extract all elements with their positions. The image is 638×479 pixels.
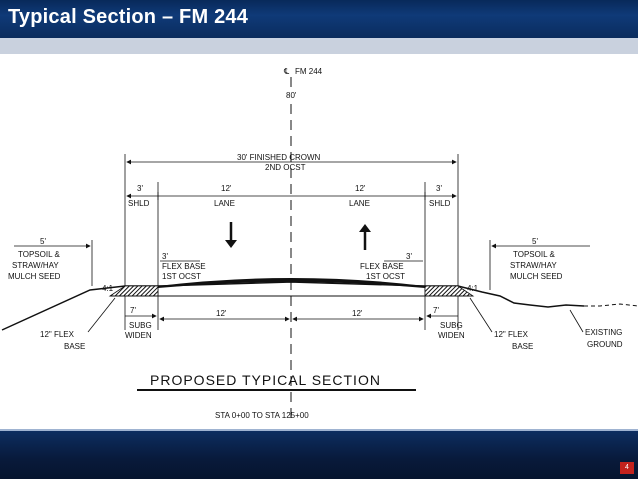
- footer: 4: [0, 429, 638, 479]
- station-range: STA 0+00 TO STA 125+00: [215, 411, 309, 420]
- row-width: 80': [286, 91, 297, 100]
- typical-section-drawing: ℄ FM 244 80' 30' FINISHED CROWN 2ND OCST…: [0, 54, 638, 429]
- right-flex-base-line2: 1ST OCST: [366, 272, 405, 281]
- right-flex-base-width: 3': [406, 252, 412, 261]
- right-topsoil-width: 5': [532, 237, 538, 246]
- left-topsoil-line3: MULCH SEED: [8, 272, 61, 281]
- right-shoulder-width: 3': [436, 184, 442, 193]
- right-flex-line1: 12" FLEX: [494, 330, 529, 339]
- northbound-arrow-icon: [359, 224, 371, 232]
- right-slope: 4:1: [467, 284, 479, 293]
- left-flex-base-line1: FLEX BASE: [162, 262, 206, 271]
- left-widen-line1: SUBG: [129, 321, 152, 330]
- right-flex-base-line1: FLEX BASE: [360, 262, 404, 271]
- left-topsoil-line2: STRAW/HAY: [12, 261, 59, 270]
- right-shoulder-label: SHLD: [429, 199, 451, 208]
- left-flex-line1: 12" FLEX: [40, 330, 75, 339]
- right-topsoil-line2: STRAW/HAY: [510, 261, 557, 270]
- title-rule: [0, 38, 638, 40]
- slide-title: Typical Section – FM 244: [8, 6, 249, 28]
- pavement-surface: [158, 278, 425, 288]
- existing-ground-leader: [569, 309, 584, 333]
- top-band: [0, 40, 638, 54]
- right-widen-line2: WIDEN: [438, 331, 465, 340]
- right-lane-width: 12': [355, 184, 366, 193]
- left-widen-width: 7': [130, 306, 136, 315]
- left-flex-base-width: 3': [162, 252, 168, 261]
- left-lane-label: LANE: [214, 199, 235, 208]
- section-title: PROPOSED TYPICAL SECTION: [150, 372, 381, 388]
- centerline-symbol: ℄: [283, 67, 290, 76]
- right-flex-leader: [469, 297, 493, 333]
- ground-profile: [1, 281, 585, 331]
- ground-profile-existing: [584, 303, 638, 307]
- left-shoulder-width: 3': [137, 184, 143, 193]
- right-lane-label: LANE: [349, 199, 370, 208]
- crown-course: 2ND OCST: [265, 163, 306, 172]
- right-widen-width: 7': [433, 306, 439, 315]
- title-bar: Typical Section – FM 244: [0, 0, 638, 38]
- right-widen-line1: SUBG: [440, 321, 463, 330]
- existing-ground-line2: GROUND: [587, 340, 623, 349]
- left-widen-line2: WIDEN: [125, 331, 152, 340]
- centerline-label: FM 244: [295, 67, 323, 76]
- left-flex-leader: [87, 297, 116, 333]
- left-lane-width: 12': [221, 184, 232, 193]
- left-shoulder-label: SHLD: [128, 199, 150, 208]
- left-flex-line2: BASE: [64, 342, 85, 351]
- page-number-badge: 4: [620, 462, 634, 474]
- base-right-lane-width: 12': [352, 309, 363, 318]
- left-topsoil-line1: TOPSOIL &: [18, 250, 60, 259]
- section-svg: ℄ FM 244 80' 30' FINISHED CROWN 2ND OCST…: [1, 67, 638, 424]
- right-topsoil-line1: TOPSOIL &: [513, 250, 555, 259]
- base-left-lane-width: 12': [216, 309, 227, 318]
- footer-rule: [0, 429, 638, 431]
- left-flex-base-line2: 1ST OCST: [162, 272, 201, 281]
- crown-width: 30' FINISHED CROWN: [237, 153, 321, 162]
- left-topsoil-width: 5': [40, 237, 46, 246]
- existing-ground-line1: EXISTING: [585, 328, 622, 337]
- right-topsoil-line3: MULCH SEED: [510, 272, 563, 281]
- right-flex-line2: BASE: [512, 342, 533, 351]
- southbound-arrow-icon: [225, 240, 237, 248]
